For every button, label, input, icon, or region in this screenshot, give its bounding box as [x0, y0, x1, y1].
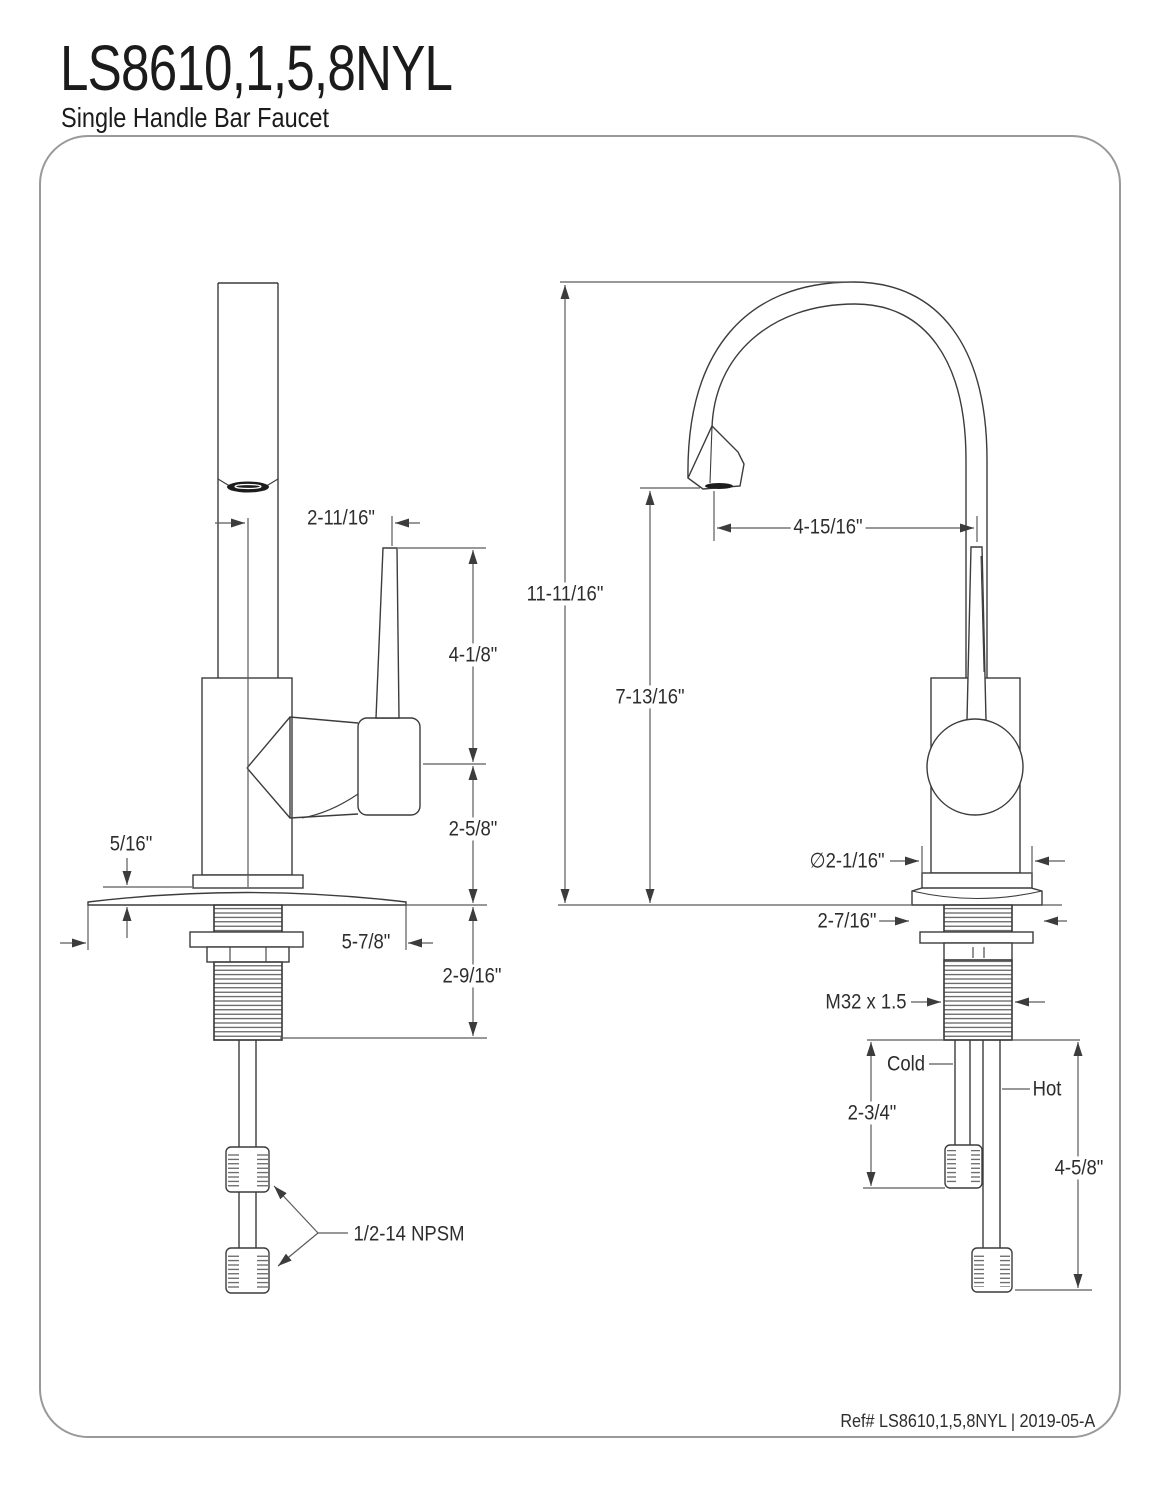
front-shank: [919, 904, 1034, 1041]
dim-body-diameter: ∅2-1/16": [806, 849, 888, 873]
dim-spout-offset: 2-11/16": [304, 506, 378, 530]
side-body: [201, 677, 293, 876]
front-handle-lever: [966, 546, 987, 721]
dim-plate-width: 5-7/8": [339, 930, 393, 954]
dim-hot-tube-length: 4-5/8": [1052, 1156, 1106, 1180]
page-title: LS8610,1,5,8NYL: [60, 32, 453, 104]
side-shank: [189, 904, 304, 1041]
dim-cold-tube-length: 2-3/4": [845, 1101, 899, 1125]
side-supply-nut-lower: [225, 1247, 270, 1294]
dim-shank-thread: M32 x 1.5: [822, 990, 910, 1014]
dim-spout-height: 7-13/16": [612, 685, 688, 709]
dim-overall-height: 11-11/16": [523, 582, 607, 606]
dim-body-height: 2-5/8": [446, 817, 500, 841]
front-hot-tube: [971, 1040, 1013, 1293]
side-handle-collar: [246, 716, 359, 819]
front-spout-arch: [687, 281, 988, 678]
front-cold-tube: [944, 1040, 983, 1189]
side-supply-nut-upper: [225, 1146, 270, 1193]
front-spout-outlet: [687, 424, 745, 490]
sheet-border: [39, 135, 1121, 1438]
page-subtitle: Single Handle Bar Faucet: [61, 102, 330, 133]
side-supply-tube: [238, 1040, 257, 1248]
dim-supply-thread: 1/2-14 NPSM: [350, 1222, 468, 1246]
dim-spout-reach: 4-15/16": [790, 515, 866, 539]
side-handle-lever: [375, 547, 400, 719]
dim-handle-height: 4-1/8": [446, 643, 500, 667]
dim-shank-length: 2-9/16": [439, 964, 505, 988]
side-aerator: [227, 481, 269, 493]
dim-plate-thickness: 5/16": [107, 832, 155, 856]
side-view-drawing: [87, 282, 421, 1294]
front-base: [911, 887, 1043, 906]
front-view-drawing: [687, 281, 1043, 1293]
side-escutcheon-plate: [87, 891, 407, 906]
side-handle-hub: [357, 717, 421, 816]
side-dimension-lines: [60, 516, 487, 1267]
label-cold: Cold: [884, 1052, 928, 1076]
dim-base-width: 2-7/16": [814, 909, 880, 933]
front-handle-ball: [926, 718, 1024, 816]
footer-ref: Ref# LS8610,1,5,8NYL | 2019-05-A: [840, 1411, 1095, 1431]
label-hot: Hot: [1029, 1077, 1065, 1101]
